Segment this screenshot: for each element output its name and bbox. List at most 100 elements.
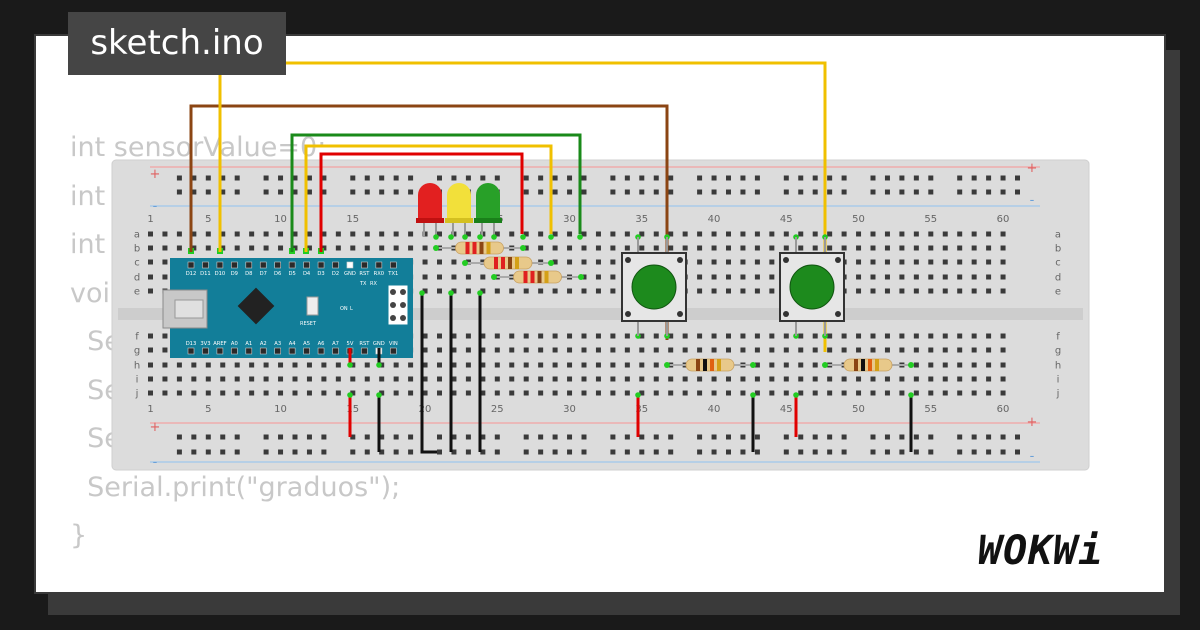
- rail-minus-top-left: -: [153, 199, 158, 214]
- nano-pin-label: D3: [317, 271, 324, 277]
- rail-hole: [494, 449, 500, 455]
- terminal-hole: [812, 347, 818, 353]
- terminal-hole: [726, 231, 731, 237]
- rail-hole: [538, 434, 544, 440]
- column-number: 50: [852, 214, 865, 225]
- rail-hole: [220, 189, 226, 195]
- terminal-hole: [552, 362, 558, 368]
- terminal-hole: [610, 245, 616, 251]
- terminal-hole: [754, 288, 760, 294]
- resistor: [491, 270, 584, 284]
- terminal-hole: [148, 231, 153, 237]
- terminal-hole: [653, 390, 659, 396]
- rail-hole: [971, 449, 977, 455]
- terminal-hole: [595, 245, 601, 251]
- rail-hole: [928, 189, 934, 195]
- terminal-hole: [624, 390, 630, 396]
- terminal-hole: [682, 333, 688, 339]
- rail-hole: [437, 175, 442, 181]
- terminal-hole: [957, 274, 963, 280]
- terminal-hole: [942, 245, 948, 251]
- terminal-hole: [841, 347, 847, 353]
- rail-hole: [393, 189, 399, 195]
- nano-pin-label: D4: [303, 271, 311, 277]
- terminal-hole: [408, 390, 414, 396]
- rail-hole: [1015, 434, 1020, 440]
- terminal-hole: [769, 231, 775, 237]
- terminal-hole: [913, 231, 919, 237]
- pushbutton-1: [621, 237, 687, 336]
- terminal-hole: [595, 376, 601, 382]
- terminal-hole: [856, 347, 862, 353]
- terminal-hole: [567, 376, 573, 382]
- terminal-hole: [697, 245, 703, 251]
- nano-pin-bottom: [202, 347, 209, 355]
- terminal-hole: [220, 376, 226, 382]
- nano-pin-label: D11: [200, 271, 211, 277]
- resistor: [462, 256, 554, 270]
- terminal-hole: [567, 390, 573, 396]
- terminal-hole: [769, 347, 775, 353]
- terminal-hole: [726, 333, 731, 339]
- terminal-hole: [364, 245, 370, 251]
- terminal-hole: [422, 259, 428, 265]
- terminal-hole: [668, 231, 674, 237]
- terminal-hole: [740, 259, 746, 265]
- connection-dot: [376, 362, 382, 368]
- wire-black-led-1: [420, 293, 437, 454]
- terminal-hole: [538, 362, 544, 368]
- rail-hole: [899, 449, 905, 455]
- nano-pin-bottom: [274, 347, 282, 355]
- rail-hole: [1000, 434, 1006, 440]
- terminal-hole: [928, 362, 934, 368]
- leds: [416, 183, 502, 237]
- nano-pin-label: D2: [332, 271, 339, 277]
- terminal-hole: [884, 390, 890, 396]
- terminal-hole: [249, 362, 255, 368]
- terminal-hole: [870, 245, 876, 251]
- rail-hole: [884, 175, 890, 181]
- terminal-hole: [162, 245, 168, 251]
- terminal-hole: [249, 245, 255, 251]
- terminal-hole: [610, 231, 616, 237]
- terminal-hole: [639, 347, 645, 353]
- rail-hole: [408, 189, 414, 195]
- resistor: [664, 358, 756, 372]
- terminal-hole: [711, 259, 717, 265]
- terminal-hole: [624, 231, 630, 237]
- column-number: 35: [635, 214, 648, 225]
- rail-hole: [321, 449, 327, 455]
- terminal-hole: [783, 362, 789, 368]
- rail-hole: [668, 449, 674, 455]
- terminal-hole: [870, 376, 876, 382]
- rail-hole: [523, 189, 529, 195]
- terminal-hole: [639, 362, 645, 368]
- terminal-hole: [437, 259, 442, 265]
- row-letter: a: [134, 230, 140, 241]
- rail-hole: [971, 189, 977, 195]
- rail-hole: [841, 449, 847, 455]
- terminal-hole: [148, 376, 153, 382]
- terminal-hole: [306, 376, 312, 382]
- terminal-hole: [191, 231, 197, 237]
- nano-pin-top: [288, 261, 296, 269]
- column-number: 50: [852, 404, 865, 415]
- terminal-hole: [726, 245, 731, 251]
- column-number: 40: [708, 404, 721, 415]
- terminal-hole: [422, 274, 428, 280]
- terminal-hole: [668, 333, 674, 339]
- terminal-hole: [191, 390, 197, 396]
- code-line: Serial.print("graduos");: [70, 471, 401, 503]
- terminal-hole: [581, 231, 587, 237]
- terminal-hole: [205, 376, 211, 382]
- terminal-hole: [913, 274, 919, 280]
- nano-pin-label: A4: [289, 341, 297, 347]
- nano-pin-top: [346, 261, 354, 269]
- rail-hole: [263, 434, 269, 440]
- rail-hole: [740, 175, 746, 181]
- terminal-hole: [162, 333, 168, 339]
- terminal-hole: [711, 376, 717, 382]
- rail-hole: [827, 175, 833, 181]
- column-number: 30: [563, 214, 576, 225]
